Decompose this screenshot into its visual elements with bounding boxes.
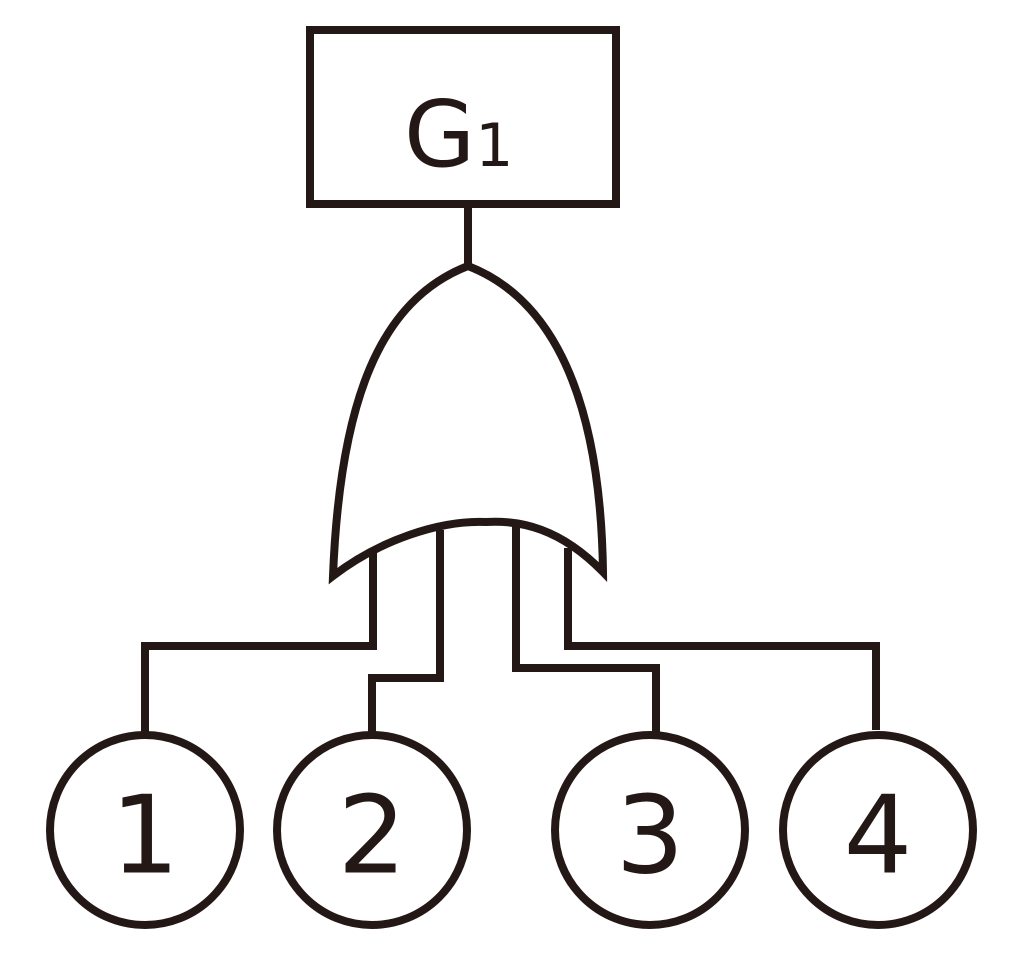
basic-event-label: 1 [111,774,180,899]
basic-event-circle [779,731,977,929]
top-event-box [306,26,620,208]
wire-event-1 [141,550,377,734]
or-gate [328,261,608,585]
basic-event-circle [273,731,471,929]
gate-input-wires [141,526,880,734]
basic-event-2: 2 [273,731,471,929]
top-event-main: G [404,81,475,188]
basic-event-label: 3 [616,774,685,899]
wire-event-3 [512,526,660,734]
basic-event-label: 4 [844,774,913,899]
basic-event-circle [551,731,749,929]
basic-event-label: 2 [338,774,407,899]
top-event-subscript: 1 [475,111,513,181]
top-event-label: G1 [404,81,513,188]
top-event: G1 [306,26,620,208]
basic-event-4: 4 [779,731,977,929]
wire-event-4 [564,548,880,730]
basic-event-circle [46,731,244,929]
wire-event-2 [368,530,444,734]
basic-event-1: 1 [46,731,244,929]
basic-event-3: 3 [551,731,749,929]
